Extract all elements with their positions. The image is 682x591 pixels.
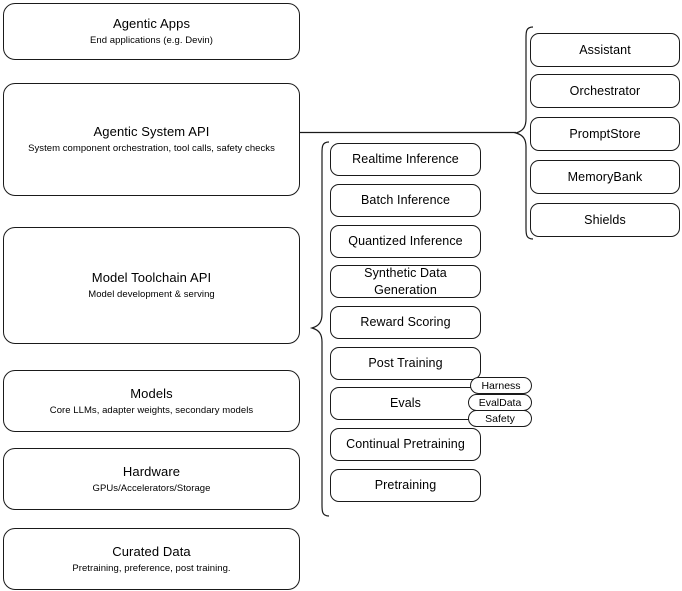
- toolchain-item-realtime-inference[interactable]: Realtime Inference: [330, 143, 481, 176]
- layer-models[interactable]: Models Core LLMs, adapter weights, secon…: [3, 370, 300, 432]
- toolchain-item-label: Quantized Inference: [348, 234, 463, 248]
- layer-title: Agentic Apps: [112, 16, 191, 31]
- layer-subtitle: Model development & serving: [88, 289, 215, 300]
- layer-title: Models: [130, 385, 173, 401]
- layer-hardware[interactable]: Hardware GPUs/Accelerators/Storage: [3, 448, 300, 510]
- eval-badge-evaldata[interactable]: EvalData: [468, 394, 532, 411]
- system-item-label: Shields: [584, 212, 626, 227]
- toolchain-item-label: Realtime Inference: [352, 152, 459, 166]
- layer-title: Curated Data: [112, 543, 191, 559]
- eval-badge-safety[interactable]: Safety: [468, 410, 532, 427]
- eval-badge-label: Safety: [485, 412, 515, 425]
- toolchain-item-label: Synthetic Data Generation: [364, 265, 447, 297]
- system-item-assistant[interactable]: Assistant: [530, 33, 680, 67]
- layer-title: Agentic System API: [93, 124, 210, 139]
- toolchain-item-label: Batch Inference: [360, 193, 451, 207]
- toolchain-item-post-training[interactable]: Post Training: [330, 347, 481, 380]
- system-item-orchestrator[interactable]: Orchestrator: [530, 74, 680, 108]
- system-item-label: Orchestrator: [569, 83, 641, 98]
- system-item-memorybank[interactable]: MemoryBank: [530, 160, 680, 194]
- layer-title: Hardware: [122, 463, 181, 479]
- toolchain-item-quantized-inference[interactable]: Quantized Inference: [330, 225, 481, 258]
- brace-path: [513, 26, 534, 240]
- connector-system-api-to-components: [300, 126, 518, 140]
- system-item-label: Assistant: [579, 42, 631, 57]
- layer-subtitle: GPUs/Accelerators/Storage: [92, 482, 211, 494]
- layer-model-toolchain-api[interactable]: Model Toolchain API Model development & …: [3, 227, 300, 344]
- brace-model-toolchain: [309, 140, 332, 518]
- toolchain-item-label: Evals: [389, 396, 422, 410]
- layer-subtitle: Core LLMs, adapter weights, secondary mo…: [49, 404, 254, 416]
- toolchain-item-reward-scoring[interactable]: Reward Scoring: [330, 306, 481, 339]
- toolchain-item-continual-pretraining[interactable]: Continual Pretraining: [330, 428, 481, 461]
- toolchain-item-pretraining[interactable]: Pretraining: [330, 469, 481, 502]
- system-item-promptstore[interactable]: PromptStore: [530, 117, 680, 151]
- eval-badge-harness[interactable]: Harness: [470, 377, 532, 394]
- layer-subtitle: Pretraining, preference, post training.: [72, 562, 231, 574]
- toolchain-item-batch-inference[interactable]: Batch Inference: [330, 184, 481, 217]
- eval-badge-label: Harness: [481, 379, 521, 392]
- toolchain-item-evals[interactable]: Evals: [330, 387, 481, 420]
- toolchain-item-label: Post Training: [368, 356, 443, 370]
- toolchain-item-label: Continual Pretraining: [346, 437, 465, 451]
- layer-agentic-system-api[interactable]: Agentic System API System component orch…: [3, 83, 300, 196]
- toolchain-item-synthetic-data-generation[interactable]: Synthetic Data Generation: [330, 265, 481, 298]
- brace-path: [309, 141, 330, 517]
- toolchain-item-label: Pretraining: [374, 478, 437, 492]
- layer-curated-data[interactable]: Curated Data Pretraining, preference, po…: [3, 528, 300, 590]
- toolchain-item-label: Reward Scoring: [360, 315, 451, 329]
- layer-agentic-apps[interactable]: Agentic Apps End applications (e.g. Devi…: [3, 3, 300, 60]
- system-item-label: MemoryBank: [567, 169, 643, 184]
- layer-subtitle: System component orchestration, tool cal…: [28, 143, 275, 154]
- layer-subtitle: End applications (e.g. Devin): [90, 35, 213, 46]
- system-item-label: PromptStore: [569, 126, 641, 141]
- layer-title: Model Toolchain API: [91, 270, 212, 285]
- brace-agentic-system-components: [513, 25, 536, 243]
- eval-badge-label: EvalData: [478, 396, 522, 409]
- system-item-shields[interactable]: Shields: [530, 203, 680, 237]
